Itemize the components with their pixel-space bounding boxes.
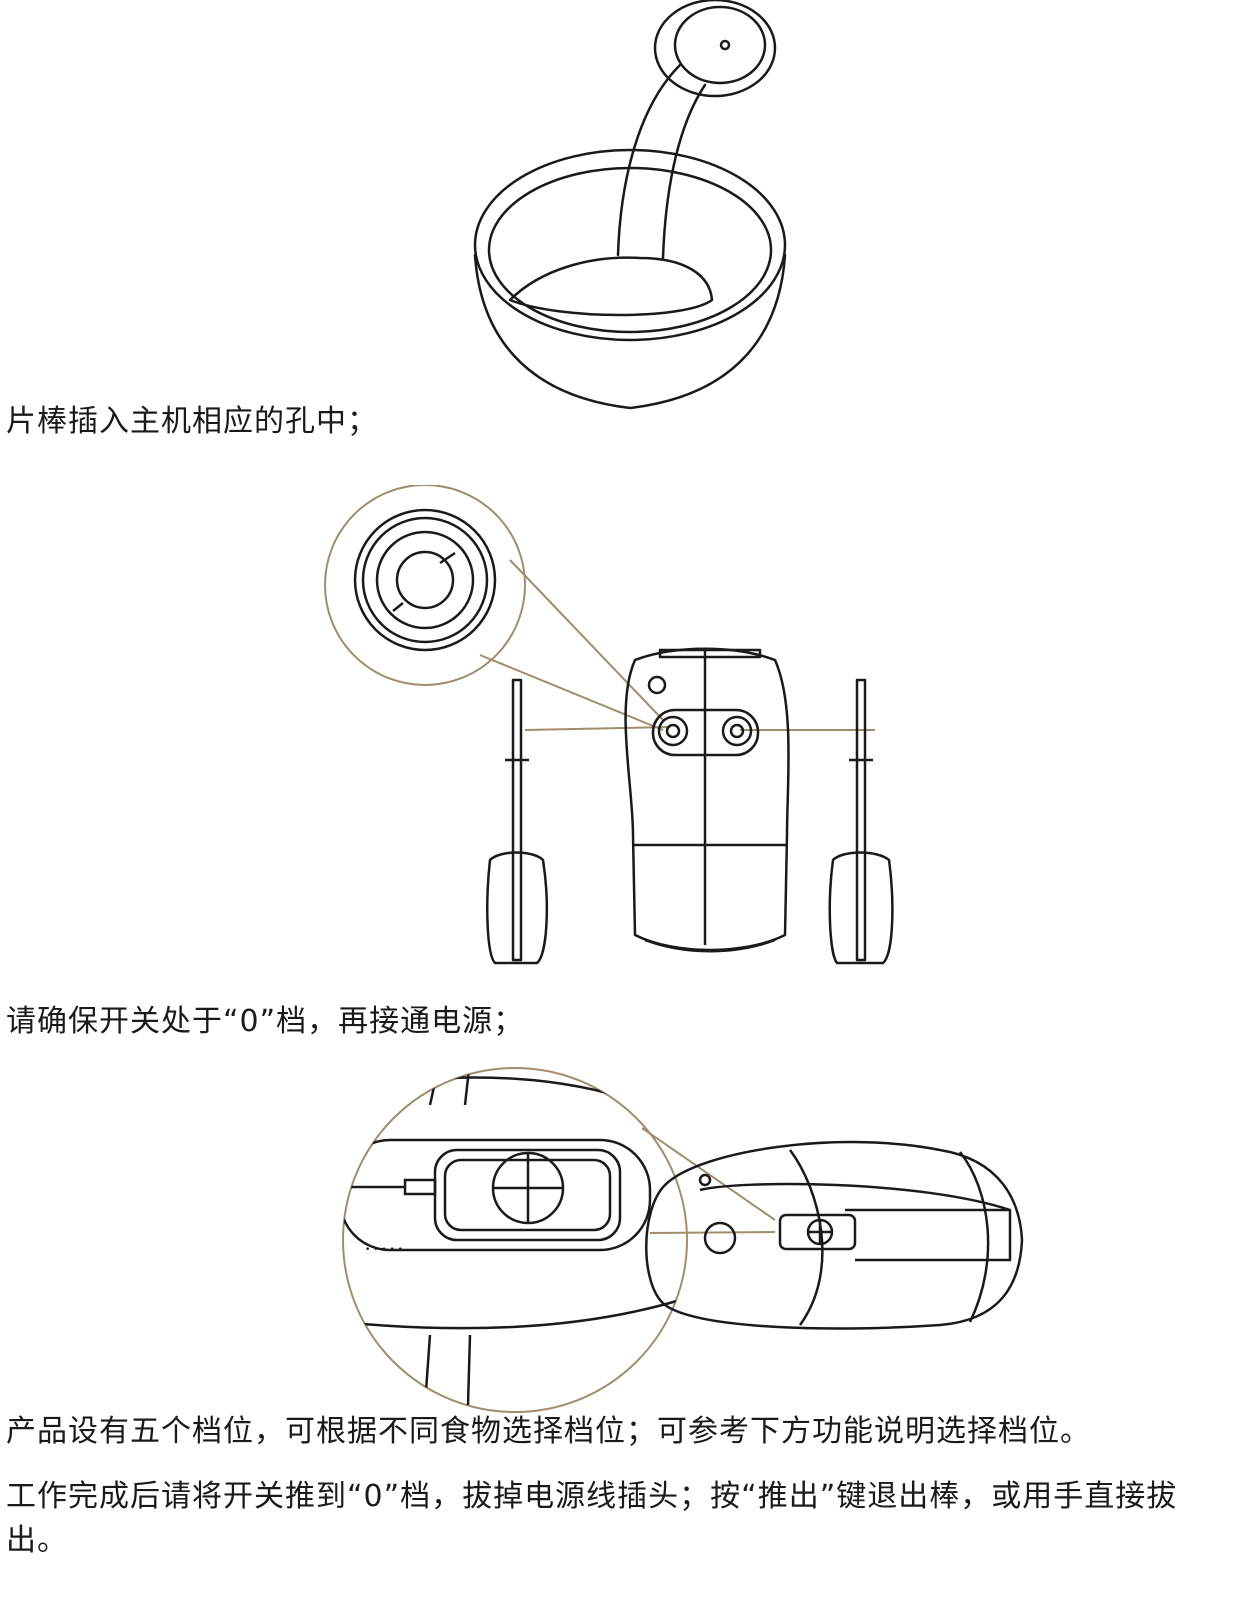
step-caption-insert-beater: 片棒插入主机相应的孔中； bbox=[6, 404, 378, 439]
note-after-use: 工作完成后请将开关推到“0”档，拔掉电源线插头；按“推出”键退出棒，或用手直接拔… bbox=[6, 1479, 1178, 1558]
note-speed-settings: 产品设有五个档位，可根据不同食物选择档位；可参考下方功能说明选择档位。 bbox=[6, 1414, 1091, 1449]
step-caption-power-on: 请确保开关处于“0”档，再接通电源； bbox=[6, 1004, 525, 1039]
speed-marks: • • • • • bbox=[365, 1245, 403, 1255]
mixing-bowl-illustration bbox=[473, 0, 787, 410]
speed-switch-illustration: • • • • • bbox=[342, 1067, 1024, 1413]
mixer-beaters-illustration bbox=[324, 485, 894, 965]
